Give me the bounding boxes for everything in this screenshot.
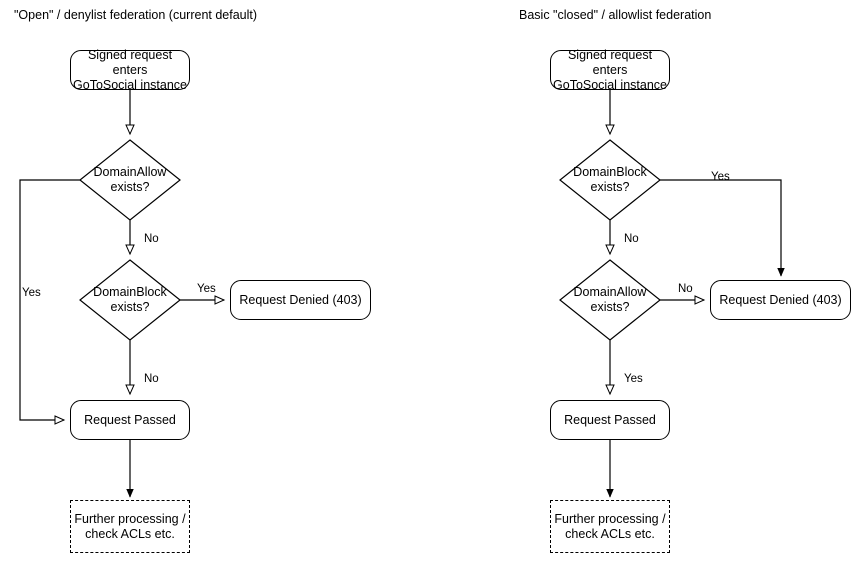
shape-right-decision1 [559,139,661,221]
edge-label-left-decision1-yes: Yes [22,287,41,299]
edge-right-decision1-yes [660,179,781,276]
shape-right-decision2 [559,259,661,341]
edge-left-decision1-yes [19,179,80,425]
node-right-request-denied-label: Request Denied (403) [719,292,842,307]
edge-label-right-decision1-no: No [624,233,639,245]
node-left-request-denied-label: Request Denied (403) [239,292,362,307]
shape-left-decision1 [79,139,181,221]
node-left-request-denied[interactable]: Request Denied (403) [230,280,371,320]
node-right-request-passed[interactable]: Request Passed [550,400,670,440]
node-right-request-passed-label: Request Passed [564,412,656,427]
node-right-entry[interactable]: Signed request enters GoToSocial instanc… [550,47,670,92]
shape-left-decision2 [79,259,181,341]
node-right-request-denied[interactable]: Request Denied (403) [710,280,851,320]
node-right-further-processing-label: Further processing / check ACLs etc. [554,511,666,541]
edge-label-left-decision2-yes: Yes [197,283,216,295]
node-right-further-processing[interactable]: Further processing / check ACLs etc. [550,500,670,553]
edge-label-right-decision2-yes: Yes [624,373,643,385]
node-right-entry-label: Signed request enters GoToSocial instanc… [553,47,667,92]
node-left-request-passed[interactable]: Request Passed [70,400,190,440]
edge-label-right-decision2-no: No [678,283,693,295]
edge-label-left-decision1-no: No [144,233,159,245]
edge-label-left-decision2-no: No [144,373,159,385]
node-left-request-passed-label: Request Passed [84,412,176,427]
node-left-further-processing[interactable]: Further processing / check ACLs etc. [70,500,190,553]
column-title-closed-allowlist: Basic "closed" / allowlist federation [519,8,712,22]
column-title-open-denylist: "Open" / denylist federation (current de… [14,8,258,22]
node-left-further-processing-label: Further processing / check ACLs etc. [74,511,186,541]
node-left-entry-label: Signed request enters GoToSocial instanc… [73,47,187,92]
node-left-entry[interactable]: Signed request enters GoToSocial instanc… [70,47,190,92]
edge-label-right-decision1-yes: Yes [711,171,730,183]
